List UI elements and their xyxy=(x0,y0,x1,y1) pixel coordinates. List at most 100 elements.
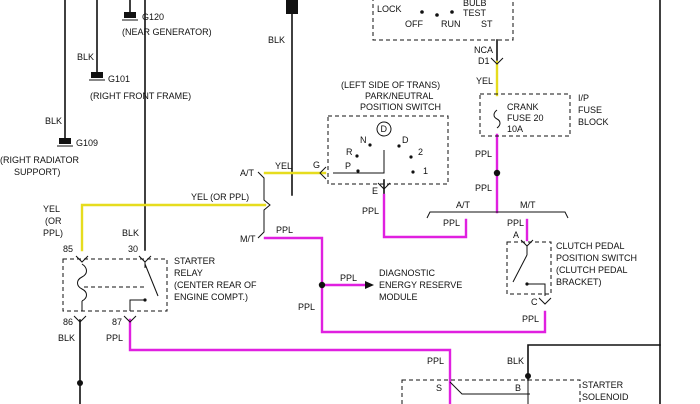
label-starter-relay-4: ENGINE COMPT.) xyxy=(174,292,248,302)
label-ppl-at-right: PPL xyxy=(443,218,460,228)
label-pos-p: P xyxy=(345,161,351,171)
solenoid-s-lead xyxy=(449,381,530,395)
label-d1: D1 xyxy=(478,56,490,66)
pn-contact-r xyxy=(355,154,359,158)
label-pos-1: 1 xyxy=(423,166,428,176)
label-nca: NCA xyxy=(474,45,493,55)
label-ip: I/P xyxy=(578,93,589,103)
label-off: OFF xyxy=(405,19,423,29)
label-term-a: A xyxy=(513,230,519,240)
relay-switch-arm xyxy=(144,263,159,297)
connector-block-icon xyxy=(286,0,298,14)
label-ppl-c: PPL xyxy=(522,314,539,324)
wire-blk-solenoid-b xyxy=(527,344,661,381)
label-mt-right: M/T xyxy=(520,200,536,210)
label-yel-g: YEL xyxy=(275,161,292,171)
label-g101-loc: (RIGHT FRONT FRAME) xyxy=(90,91,191,101)
clutch-switch-arm xyxy=(512,254,528,283)
label-bulb: BULB xyxy=(463,0,487,8)
label-pos-n: N xyxy=(360,135,367,145)
label-run: RUN xyxy=(441,19,461,29)
connector-e-icon xyxy=(377,182,391,190)
pn-contact-2 xyxy=(409,155,413,159)
label-term-g: G xyxy=(313,160,320,170)
wire-yel-relay-85 xyxy=(80,203,267,252)
splice-dot-ppl xyxy=(493,169,501,177)
label-g120-loc: (NEAR GENERATOR) xyxy=(122,27,212,37)
at-mt-bracket-left xyxy=(257,171,271,239)
wire-ppl-mt xyxy=(263,236,547,334)
label-term-s: S xyxy=(436,383,442,393)
ground-g101-icon xyxy=(91,72,103,78)
label-at-right: A/T xyxy=(456,200,471,210)
pn-contact-p xyxy=(356,169,360,173)
label-clutch-4: BRACKET) xyxy=(556,277,602,287)
wire-group xyxy=(64,0,661,404)
label-ppl-mt-right: PPL xyxy=(507,218,524,228)
arrow-diag-module xyxy=(365,281,374,289)
fuse-icon xyxy=(493,109,501,129)
label-yel-relay-2: (OR xyxy=(45,216,62,226)
pn-contact-1 xyxy=(411,170,415,174)
label-term-c: C xyxy=(531,297,538,307)
ign-contact-1 xyxy=(420,10,424,14)
park-neutral-switch-box xyxy=(327,115,449,185)
label-g109: G109 xyxy=(76,138,98,148)
ignition-switch-box xyxy=(372,0,514,41)
label-term-87: 87 xyxy=(112,317,122,327)
label-ppl-e: PPL xyxy=(362,206,379,216)
wire-ppl-at-e xyxy=(382,193,468,239)
label-term-86: 86 xyxy=(63,317,73,327)
label-block: BLOCK xyxy=(578,117,609,127)
pn-contact-d xyxy=(397,144,401,148)
label-test: TEST xyxy=(463,8,487,18)
connector-86-icon xyxy=(73,315,87,323)
label-yel-fuse: YEL xyxy=(476,76,493,86)
label-yel-relay-3: PPL) xyxy=(43,228,63,238)
label-ppl-fuse-1: PPL xyxy=(475,149,492,159)
connector-d1-icon xyxy=(490,57,504,65)
label-starter-relay-2: RELAY xyxy=(174,268,203,278)
label-lock: LOCK xyxy=(377,4,402,14)
clutch-switch-box xyxy=(506,241,552,295)
clutch-contact-lead xyxy=(527,283,546,296)
relay-contact-lead xyxy=(129,299,145,311)
ign-contact-3 xyxy=(450,10,454,14)
connector-g-icon xyxy=(319,166,327,180)
splice-dot-diag xyxy=(318,281,326,289)
label-blk-86: BLK xyxy=(58,333,75,343)
label-trans-2: PARK/NEUTRAL xyxy=(365,91,433,101)
label-clutch-1: CLUTCH PEDAL xyxy=(556,241,625,251)
label-blk-main: BLK xyxy=(268,35,285,45)
label-starter-sol-1: STARTER xyxy=(582,380,624,390)
label-pos-d-circle: D xyxy=(381,124,388,134)
label-blk-g109: BLK xyxy=(45,116,62,126)
label-starter-relay-1: STARTER xyxy=(174,256,216,266)
label-starter-sol-2: SOLENOID xyxy=(582,392,629,402)
fuse-block-box xyxy=(479,93,571,137)
label-term-30: 30 xyxy=(128,244,138,254)
label-crank: CRANK xyxy=(507,102,539,112)
label-yel-relay-1: YEL xyxy=(43,204,60,214)
label-blk-30: BLK xyxy=(122,228,139,238)
label-pos-2: 2 xyxy=(418,147,423,157)
label-term-b: B xyxy=(515,383,521,393)
wire-ppl-87-solenoid xyxy=(128,318,452,404)
starter-relay-box xyxy=(62,258,168,312)
label-blk-solenoid: BLK xyxy=(507,356,524,366)
label-g101: G101 xyxy=(108,74,130,84)
at-mt-bracket-right xyxy=(426,211,569,219)
ground-g120-icon xyxy=(124,12,136,18)
label-diag-1: DIAGNOSTIC xyxy=(379,268,436,278)
label-g120: G120 xyxy=(142,12,164,22)
relay-coil-icon xyxy=(77,263,87,302)
label-clutch-2: POSITION SWITCH xyxy=(556,253,637,263)
label-ppl-mt-lower: PPL xyxy=(298,302,315,312)
ground-g109-icon xyxy=(59,138,71,144)
label-start: ST xyxy=(481,19,493,29)
starter-solenoid-box xyxy=(401,379,581,404)
ign-contact-2 xyxy=(435,13,439,17)
label-g109-loc-2: SUPPORT) xyxy=(14,167,60,177)
label-ppl-fuse-2: PPL xyxy=(475,183,492,193)
